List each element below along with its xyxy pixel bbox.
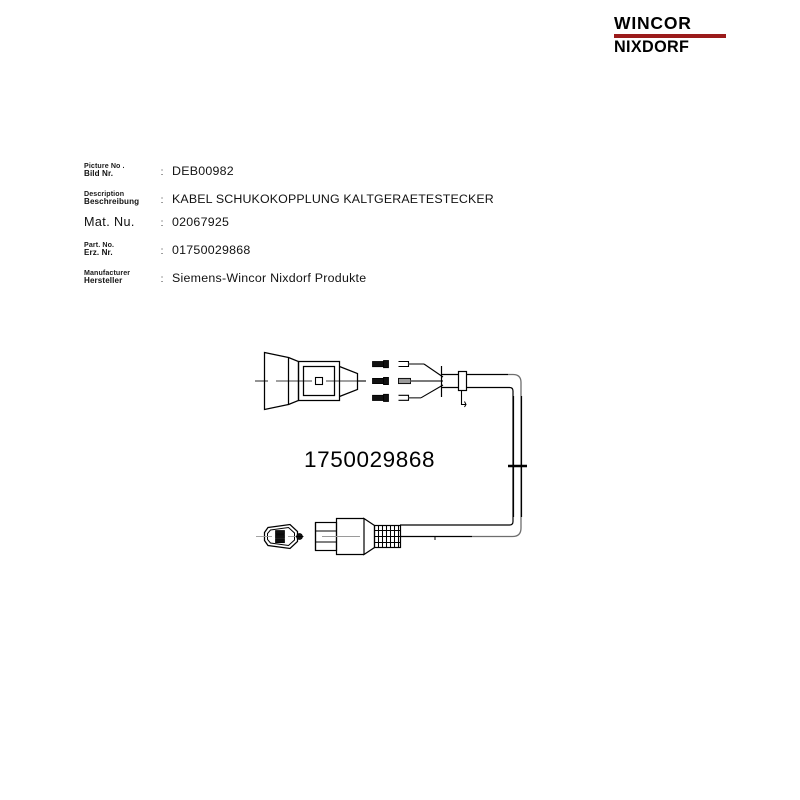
wincor-nixdorf-logo: WINCOR NIXDORF: [614, 14, 726, 57]
crimp-terminal: [372, 376, 389, 385]
spec-label-de: Erz. Nr.: [84, 247, 113, 257]
spec-label-en: Picture No .: [84, 161, 125, 170]
iec-connector-side-view: [314, 517, 402, 556]
main-cable-run: [466, 373, 508, 389]
part-no-value: 01750029868: [172, 243, 251, 257]
crimp-terminals: [372, 360, 389, 402]
spec-value-manufacturer: Siemens-Wincor Nixdorf Produkte: [168, 259, 544, 287]
cable-vertical-run: [512, 396, 523, 517]
spec-row-part-no: Part. No. Erz. Nr. : 01750029868: [84, 231, 544, 259]
earth-pin-indicator: [295, 533, 304, 540]
logo-red-bar: [614, 34, 726, 38]
spec-row-picture-no: Picture No . Bild Nr. : DEB00982: [84, 152, 544, 180]
spec-row-description: Description Beschreibung : KABEL SCHUKOK…: [84, 180, 544, 208]
schuko-plug-centre-detail: [314, 376, 324, 386]
wire-lead: [398, 377, 443, 385]
spec-table: Picture No . Bild Nr. : DEB00982 Descrip…: [84, 152, 544, 287]
spec-value-part-no: 01750029868: [168, 231, 544, 259]
spec-label-picture-no: Picture No . Bild Nr.: [84, 152, 156, 180]
spec-separator: :: [160, 246, 164, 257]
picture-no-value: DEB00982: [172, 164, 234, 178]
strain-relief-ribs: [374, 525, 401, 548]
connector-body-lines: [315, 530, 337, 543]
spec-row-manufacturer: Manufacturer Hersteller : Siemens-Wincor…: [84, 259, 544, 287]
spec-separator: :: [160, 195, 164, 206]
spec-label-de: Bild Nr.: [84, 168, 114, 178]
cable-tie-marker: [440, 366, 468, 408]
logo-text-wincor: WINCOR: [614, 13, 692, 33]
schuko-plug-flange: [263, 351, 290, 411]
spec-value-picture-no: DEB00982: [168, 152, 544, 180]
spec-label-manufacturer: Manufacturer Hersteller: [84, 259, 156, 287]
wire-leads: [398, 360, 444, 401]
schuko-plug-body: [297, 360, 341, 402]
spec-label-en: Manufacturer: [84, 268, 131, 277]
spec-separator: :: [160, 167, 164, 178]
part-number-caption: 1750029868: [304, 447, 436, 472]
spec-separator: :: [160, 218, 164, 229]
spec-label-en: Part. No.: [84, 240, 115, 249]
schuko-plug: [263, 351, 366, 411]
spec-label-description: Description Beschreibung: [84, 180, 156, 208]
cable-jacket-inner: [472, 386, 514, 526]
spec-label-de: Mat. Nu.: [84, 215, 135, 230]
iec-connector-face-view: [256, 523, 304, 550]
spec-row-mat-nu: Mat. Nu. : 02067925: [84, 208, 544, 231]
schuko-plug-body-inner: [302, 365, 336, 397]
mat-nu-value: 02067925: [172, 215, 230, 229]
manufacturer-value: Siemens-Wincor Nixdorf Produkte: [172, 271, 367, 285]
spec-value-description: KABEL SCHUKOKOPPLUNG KALTGERAETESTECKER: [168, 180, 544, 208]
bottom-cable-run: [400, 524, 472, 538]
spec-label-de: Hersteller: [84, 275, 123, 285]
logo-text-nixdorf: NIXDORF: [614, 38, 690, 57]
spec-label-de: Beschreibung: [84, 196, 140, 206]
description-value: KABEL SCHUKOKOPPLUNG KALTGERAETESTECKER: [172, 192, 494, 206]
spec-value-mat-nu: 02067925: [168, 208, 544, 231]
crimp-terminal: [372, 393, 389, 402]
spec-separator: :: [160, 274, 164, 285]
cable-jacket-outer: [472, 373, 522, 538]
spec-label-en: Description: [84, 189, 125, 198]
connector-pin-slots: [275, 530, 285, 544]
schuko-plug-strain-relief: [339, 365, 359, 398]
crimp-terminal: [372, 360, 389, 369]
schuko-plug-neck: [288, 356, 300, 406]
wire-lead: [398, 360, 444, 378]
spec-label-part-no: Part. No. Erz. Nr.: [84, 231, 156, 259]
spec-label-mat-nu: Mat. Nu.: [84, 208, 156, 231]
wire-lead: [398, 384, 444, 401]
